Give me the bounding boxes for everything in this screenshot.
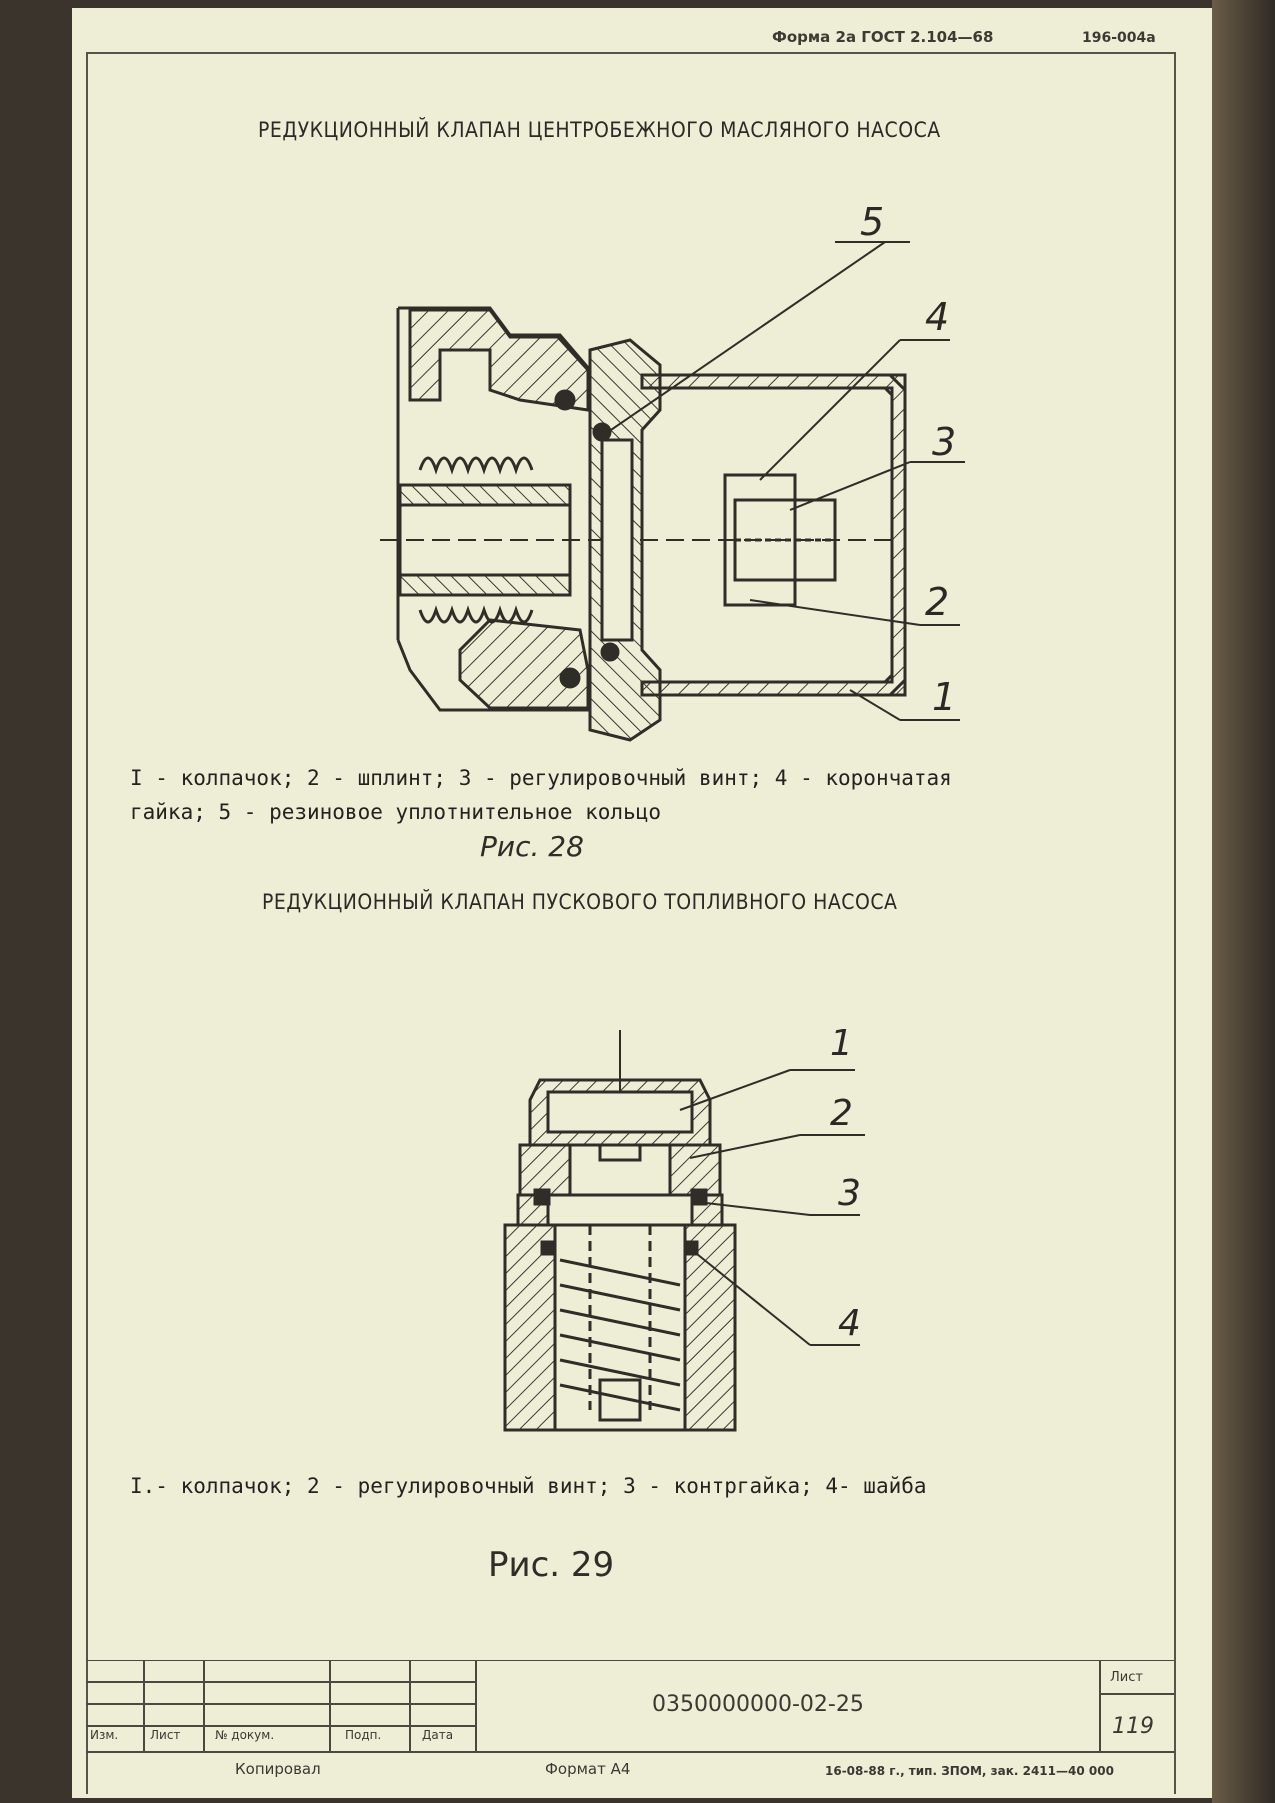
title-block-grid (86, 1660, 1174, 1753)
figure1-callout-3: 3 (932, 420, 956, 464)
figure1-caption-line2: гайка; 5 - резиновое уплотнительное коль… (130, 800, 662, 824)
figure1-label: Рис. 28 (480, 830, 584, 863)
figure1-caption-line1: I - колпачок; 2 - шплинт; 3 - регулирово… (130, 766, 952, 790)
figure1-drawing: 5 4 3 2 1 (380, 200, 965, 742)
figure2-callout-4: 4 (838, 1303, 861, 1344)
figure2-drawing: 1 2 3 4 (503, 1023, 865, 1432)
figure2-callout-2: 2 (830, 1093, 853, 1134)
figure2-caption: I.- колпачок; 2 - регулировочный винт; 3… (130, 1474, 927, 1498)
figure1-callout-2: 2 (925, 580, 949, 624)
figure1-title: РЕДУКЦИОННЫЙ КЛАПАН ЦЕНТРОБЕЖНОГО МАСЛЯН… (258, 118, 941, 142)
col-sign-label: Подп. (345, 1728, 382, 1742)
print-info: 16-08-88 г., тип. ЗПОМ, зак. 2411—40 000 (825, 1764, 1114, 1778)
copied-by-label: Копировал (235, 1760, 321, 1778)
figure1-callout-5: 5 (860, 200, 884, 244)
paper-format-label: Формат А4 (545, 1760, 631, 1778)
figure2-label: Рис. 29 (488, 1545, 615, 1585)
sheet-number: 119 (1112, 1714, 1154, 1739)
figure2-callout-3: 3 (838, 1173, 861, 1214)
document-number: 0350000000-02-25 (652, 1692, 864, 1717)
form-code: 196-004а (1082, 30, 1156, 46)
col-date-label: Дата (422, 1728, 454, 1742)
col-sheet-label: Лист (150, 1728, 181, 1742)
col-change-label: Изм. (90, 1728, 119, 1742)
form-standard-label: Форма 2а ГОСТ 2.104—68 (772, 28, 994, 46)
scan-edge (1212, 0, 1275, 1803)
figure2-title: РЕДУКЦИОННЫЙ КЛАПАН ПУСКОВОГО ТОПЛИВНОГО… (262, 890, 898, 914)
document-sheet (72, 8, 1212, 1798)
figure1-callout-1: 1 (932, 675, 956, 719)
sheet-label: Лист (1110, 1670, 1143, 1685)
figure2-callout-1: 1 (830, 1023, 853, 1064)
drawing-frame (86, 52, 1176, 1794)
col-doc-label: № докум. (215, 1728, 275, 1742)
figure1-callout-4: 4 (925, 295, 949, 339)
